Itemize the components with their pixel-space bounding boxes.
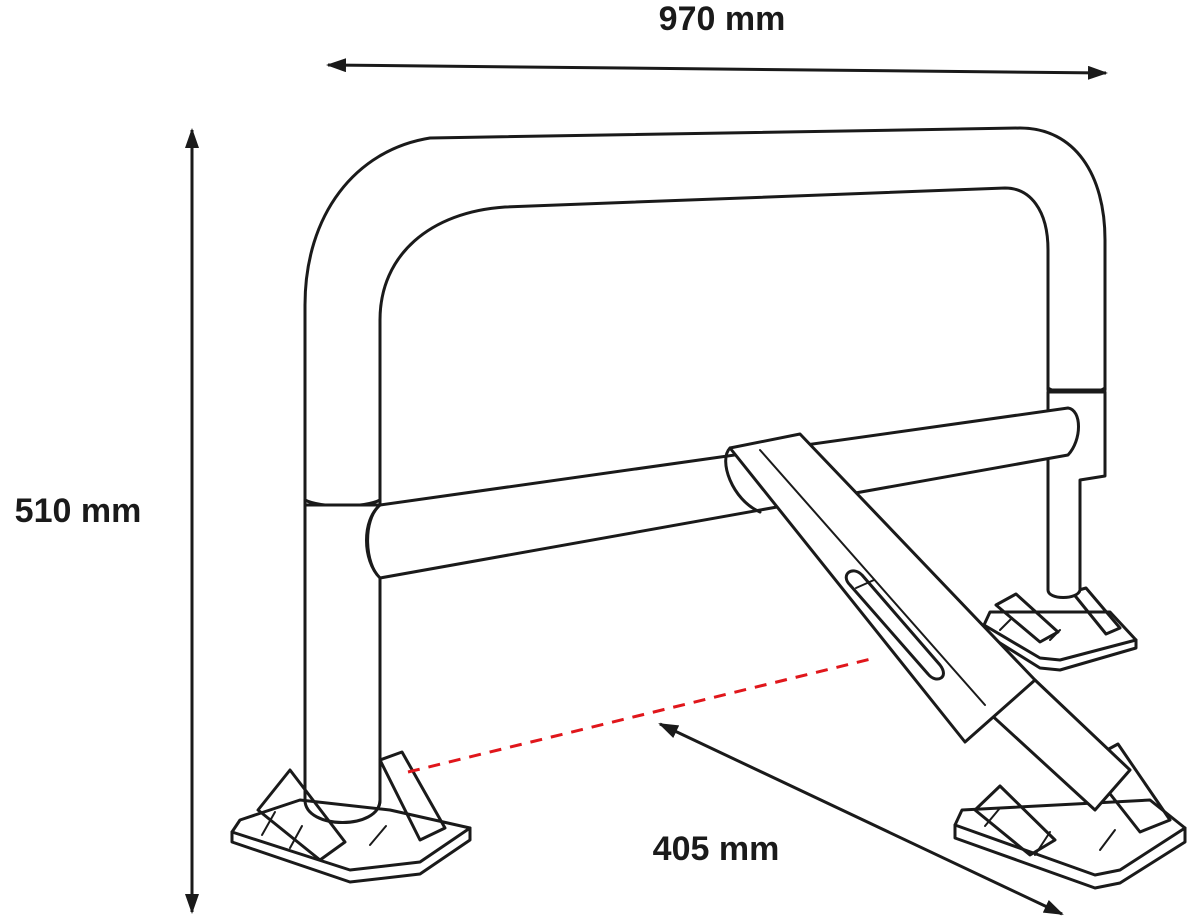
- depth-dimension-label: 405 mm: [653, 830, 780, 868]
- depth-guide-line: [407, 656, 876, 774]
- support-arm: [724, 432, 1132, 812]
- crossbar: [366, 406, 1080, 580]
- width-dimension-label: 970 mm: [659, 0, 786, 38]
- height-dimension-label: 510 mm: [15, 492, 142, 530]
- barrier-arch: [303, 126, 1107, 507]
- depth-dimension-arrow: [658, 722, 1064, 916]
- front-left-leg: [303, 503, 382, 824]
- width-dimension-arrow: [326, 58, 1108, 80]
- front-left-base-plate: [230, 750, 472, 884]
